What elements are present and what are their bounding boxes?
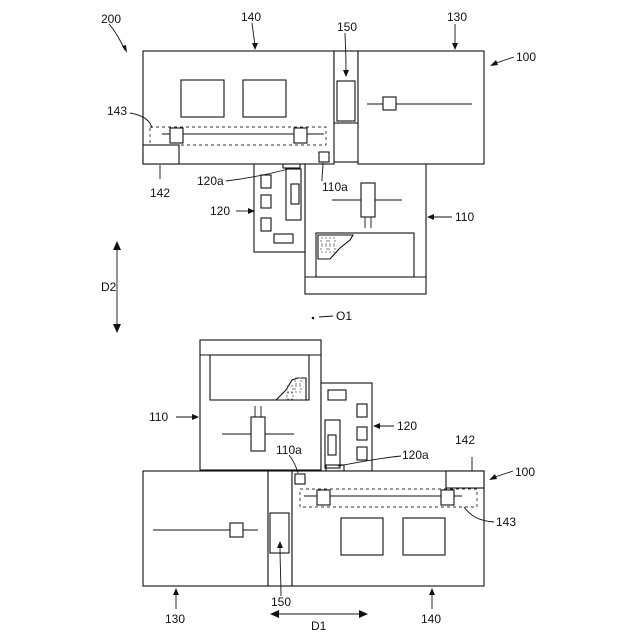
bottom-figure: 110 120 110a 120a 142 100 143 130 150 14… [143,340,535,626]
label-142-top: 142 [150,186,170,200]
unit-110a-top [319,152,329,162]
label-110-top: 110 [455,210,474,224]
label-150-top: 150 [337,20,357,34]
label-143-bottom: 143 [496,515,516,529]
label-o1: O1 [336,309,352,323]
label-142-bottom: 142 [455,433,475,447]
unit-130-top [358,51,484,164]
direction-d1: D1 [270,610,368,633]
unit-110-bottom [200,340,321,470]
unit-142-top [143,145,179,164]
label-120-bottom: 120 [397,419,417,433]
unit-142-bottom [446,471,484,488]
label-100-top: 100 [516,50,536,64]
label-140-bottom: 140 [421,612,441,626]
top-figure: 200 140 150 130 100 143 142 120a 110a 12… [101,10,536,294]
label-110a-top: 110a [322,180,348,194]
label-130-top: 130 [447,10,467,24]
label-200: 200 [101,12,121,26]
unit-110a-bottom [295,474,305,484]
label-110a-bottom: 110a [276,443,302,457]
label-120-top: 120 [210,204,230,218]
label-d2: D2 [101,280,117,294]
unit-120-bottom [321,383,372,471]
label-120a-bottom: 120a [402,448,429,462]
label-140-top: 140 [241,10,261,24]
unit-140-bottom [292,471,484,586]
label-150-bottom: 150 [271,595,291,609]
label-143-top: 143 [107,104,127,118]
label-120a-top: 120a [197,174,224,188]
label-110-bottom: 110 [149,410,168,424]
direction-d2: D2 [101,241,121,333]
origin-o1: O1 [312,309,353,323]
label-100-bottom: 100 [515,465,535,479]
unit-140-top [143,51,334,164]
label-130-bottom: 130 [165,612,185,626]
unit-130-bottom [143,471,268,586]
label-d1: D1 [311,619,327,633]
